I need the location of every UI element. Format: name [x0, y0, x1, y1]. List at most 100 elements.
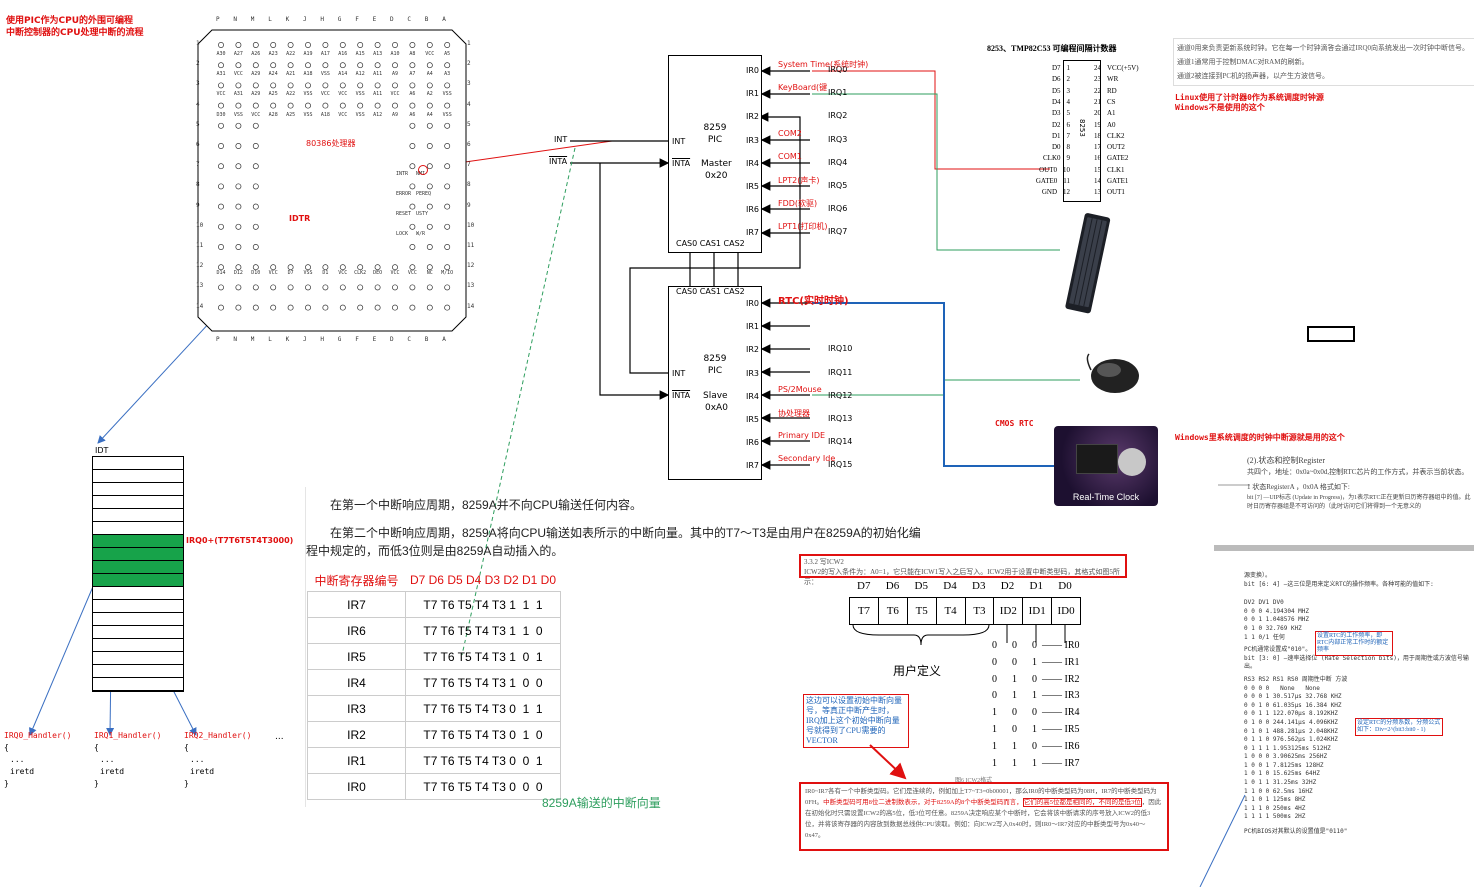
vector-table-header-bits: D7 D6 D5 D4 D3 D2 D1 D0	[405, 569, 561, 592]
timer-chip-8253: 8253	[1063, 60, 1101, 202]
pic-master-subtitle: PIC	[707, 135, 723, 145]
cpu-pin-label: A14	[338, 71, 348, 78]
cpu-col-letter: J	[303, 336, 307, 343]
cpu-pin	[235, 284, 242, 291]
icw2-body-red-box: 它们的高5位都是相同的，不同的是低3位	[1022, 798, 1142, 807]
rtc-rs-head: RS3 RS2 RS1 RS0 周期性中断 方波	[1244, 675, 1348, 683]
pic-slave-addr: 0xA0	[705, 403, 728, 413]
cpu-row-number: 9	[467, 201, 471, 209]
cpu-row-number: 4	[196, 100, 200, 108]
windows-note: Windows里系统调度的时钟中断源就是用的这个	[1175, 433, 1345, 442]
vector-table-bits: T7 T6 T5 T4 T3 1 1 1	[405, 591, 561, 618]
timer-pin-number: 6	[1066, 120, 1071, 129]
cpu-pin	[339, 42, 346, 48]
cpu-pin	[235, 203, 242, 210]
cpu-pin	[409, 122, 416, 129]
icw2-id-ir: IR1	[1064, 656, 1080, 668]
vector-table-bits: T7 T6 T5 T4 T3 0 0 1	[405, 747, 561, 774]
idt-entry	[93, 665, 183, 678]
cpu-bottom-pin-label: D10	[251, 270, 261, 276]
handler-name: IRQ2_Handler()	[184, 731, 252, 740]
icw2-id-dash: ——	[1037, 740, 1065, 752]
cpu-pin	[374, 42, 381, 48]
pic-device-label: COM1	[778, 151, 802, 161]
icw2-id-dash: ——	[1037, 640, 1065, 651]
cpu-row-number: 1	[467, 40, 471, 47]
timer-pin-number: 15	[1094, 165, 1101, 174]
pic-ir-pin: IR6	[745, 438, 759, 448]
vector-table-header-reg: 中断寄存器编号	[307, 569, 406, 592]
rtc-rs-row: 1 0 0 0 3.90625ms 256HZ	[1244, 753, 1328, 761]
cpu-pin-label: A4	[426, 111, 433, 118]
pic-ir-pin: IR3	[745, 135, 759, 145]
idt-entry	[93, 483, 183, 496]
cpu-pin-label: VCC	[233, 71, 243, 78]
cpu-pin	[444, 62, 451, 69]
timer-chip-name: 8253	[1078, 119, 1086, 137]
cpu-pin-label: A7	[409, 71, 416, 78]
cpu-pin	[409, 42, 416, 48]
cpu-pin	[252, 122, 259, 129]
icw2-heading-box: 3.3.2 写ICW2 ICW2的写入条件为：A0=1，它只能在ICW1写入之后…	[799, 554, 1127, 586]
icw2-bit-name: D6	[885, 580, 900, 592]
cpu-pin	[426, 203, 433, 210]
rtc-div-note: 设定RTC的分频系数，分频公式如下：Div=2^(bit3:bit0 - 1)	[1355, 718, 1443, 736]
pic-device-label: PS/2Mouse	[778, 384, 822, 394]
pic-ir-pin: IR0	[745, 66, 759, 75]
cpu-pin	[322, 82, 329, 89]
cpu-pin	[218, 304, 224, 311]
icw2-id-row: 1 0 0 —— IR4	[992, 707, 1080, 718]
cpu-row-number: 8	[467, 181, 471, 189]
cpu-bottom-pin-label: VSS	[303, 270, 313, 276]
icw2-bit-cell: T7	[850, 598, 879, 624]
vector-table-bits: T7 T6 T5 T4 T3 0 1 1	[405, 695, 561, 722]
cpu-pin	[409, 62, 416, 69]
cpu-pin	[305, 102, 311, 109]
cpu-col-letter: E	[372, 336, 377, 343]
rtc-rs-row: 1 1 0 1 125ms 8HZ	[1244, 796, 1306, 804]
pic-device-label: FDD(软驱)	[778, 199, 818, 209]
cpu-pin-label: VCC	[320, 91, 330, 98]
cpu-bottom-pin-label: DEO	[373, 270, 383, 276]
idt-entry	[93, 457, 183, 470]
cpu-pin-label: VCC	[251, 111, 261, 118]
cpu-pin	[252, 223, 259, 230]
idt-entry	[93, 613, 183, 626]
cpu-pin	[357, 102, 364, 109]
timer-note-line-1: 通道0用来负责更新系统时钟。它在每一个时钟滴答会通过IRQ0向系统发出一次时钟中…	[1177, 44, 1470, 52]
rtc-battery	[1118, 448, 1146, 476]
cpu-col-letter: K	[285, 336, 290, 343]
cpu-pin	[305, 284, 311, 291]
cpu-pin-label: A15	[355, 51, 365, 57]
icw2-bit-cell: T5	[908, 598, 937, 624]
icw2-id-dash: ——	[1037, 673, 1065, 685]
cpu-pin-label: A12	[355, 71, 365, 78]
cpu-pin	[270, 284, 277, 291]
rtc-dv-head: DV2 DV1 DV0	[1244, 599, 1284, 607]
cpu-pin	[374, 82, 381, 89]
cpu-pin	[322, 304, 329, 311]
pic-irq-label: IRQ4	[828, 157, 848, 167]
cpu-bottom-pin-label: CLK2	[354, 270, 367, 276]
cpu-pin	[426, 42, 433, 48]
pic-irq-label: IRQ1	[828, 88, 848, 98]
cpu-row-number: 6	[196, 141, 200, 148]
vector-table-caption: 8259A输送的中断向量	[542, 796, 661, 810]
idt-entry	[93, 496, 183, 509]
cpu-pin-label: A28	[268, 111, 278, 118]
cpu-right-pin-label: LOCK	[396, 231, 409, 237]
cpu-pin-label: A29	[251, 71, 261, 78]
cpu-col-letter: N	[233, 336, 238, 343]
cpu-pin	[218, 163, 224, 170]
cpu-pin	[339, 62, 346, 69]
